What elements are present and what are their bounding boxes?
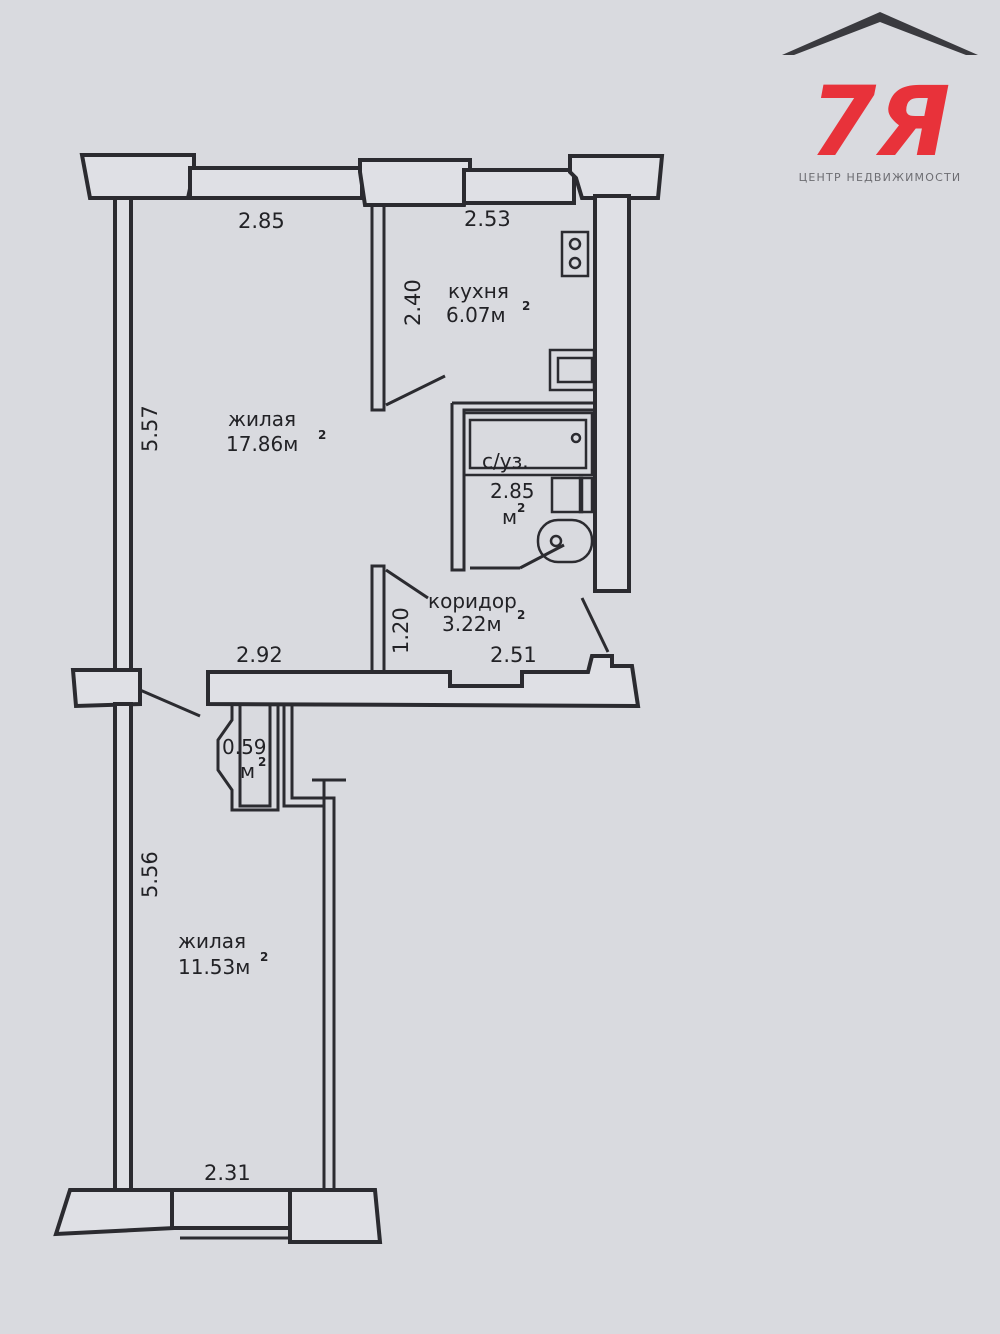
top-wall-left [79, 153, 196, 200]
bathroom-sink [550, 476, 584, 514]
dim-corridor-side: 1.20 [389, 607, 413, 654]
entry-door-swing [580, 597, 610, 653]
stove [560, 230, 590, 278]
closet-unit: м [240, 759, 255, 783]
corridor-area-sup: 2 [517, 608, 525, 622]
living-big-name: жилая [228, 407, 296, 431]
bathroom-name: с/уз. [482, 449, 529, 473]
living-small-area-sup: 2 [260, 950, 268, 964]
left-wall-lower [113, 702, 133, 1194]
kitchen-partition [370, 206, 386, 412]
top-wall-right [568, 154, 665, 200]
window-top-right [462, 168, 576, 205]
dim-bottom: 2.31 [204, 1161, 251, 1185]
kitchen-area-sup: 2 [522, 299, 530, 313]
closet-area: 0.59 [222, 735, 267, 759]
kitchen-name: кухня [448, 279, 509, 303]
kitchen-door-arc [385, 374, 446, 407]
bathroom-unit: м [502, 505, 517, 529]
lower-room-partition [282, 706, 326, 1190]
top-wall-middle [358, 158, 472, 207]
fixtures [462, 230, 596, 564]
toilet [536, 518, 594, 564]
bathtub-inner [468, 418, 588, 470]
room-labels: кухня 6.07м 2 жилая 17.86м 2 с/уз. 2.85 … [178, 279, 535, 979]
living-small-name: жилая [178, 929, 246, 953]
roof-icon [782, 12, 978, 55]
living-door-swing [139, 688, 201, 718]
left-wall-upper [113, 196, 133, 672]
kitchen-area: 6.07м [446, 303, 506, 327]
logo-mark: 7Я [810, 66, 951, 178]
logo-caption: ЦЕНТР НЕДВИЖИМОСТИ [799, 171, 962, 184]
corridor-name: коридор [428, 589, 517, 613]
agency-logo: 7Я ЦЕНТР НЕДВИЖИМОСТИ [782, 12, 978, 184]
middle-wall [206, 654, 641, 709]
closet-area-sup: 2 [258, 755, 266, 769]
dim-top-right: 2.53 [464, 207, 511, 231]
bathroom-door-swing [519, 543, 565, 570]
dim-top-left: 2.85 [238, 209, 285, 233]
partitions [139, 206, 610, 1190]
bathtub-drain [570, 432, 582, 444]
dim-corridor-width: 2.92 [236, 643, 283, 667]
walls [53, 153, 665, 1244]
bathroom-area: 2.85 [490, 479, 535, 503]
dim-left-upper: 5.57 [138, 405, 162, 452]
dim-corridor-right: 2.51 [490, 643, 537, 667]
kitchen-sink [548, 348, 596, 392]
closet-walls [216, 706, 280, 812]
corridor-partition [370, 564, 386, 672]
window-bottom [170, 1188, 294, 1230]
lower-room-partition-inner [290, 706, 336, 1190]
closet-inner [238, 706, 272, 808]
dim-left-lower: 5.56 [138, 851, 162, 898]
bottom-wall-right [288, 1188, 383, 1244]
stove-burner-bottom [568, 256, 582, 270]
bathroom-area-sup: 2 [517, 501, 525, 515]
left-pier [70, 668, 142, 709]
bathroom-partition-left [450, 403, 595, 572]
bathtub [462, 411, 594, 477]
dim-kitchen-side: 2.40 [401, 279, 425, 326]
window-top-left [188, 166, 364, 200]
living-small-area: 11.53м [178, 955, 250, 979]
corridor-area: 3.22м [442, 612, 502, 636]
living-big-area: 17.86м [226, 432, 298, 456]
right-wall [593, 194, 631, 593]
kitchen-sink-basin [556, 356, 594, 384]
living-big-area-sup: 2 [318, 428, 326, 442]
bottom-wall-left [53, 1188, 177, 1237]
stove-burner-top [568, 237, 582, 251]
toilet-bowl [549, 534, 563, 548]
corridor-door-swing [385, 568, 429, 600]
dimension-labels: 2.85 2.53 2.40 5.57 5.56 2.92 1.20 2.51 … [138, 207, 537, 1185]
toilet-tank [578, 476, 594, 514]
